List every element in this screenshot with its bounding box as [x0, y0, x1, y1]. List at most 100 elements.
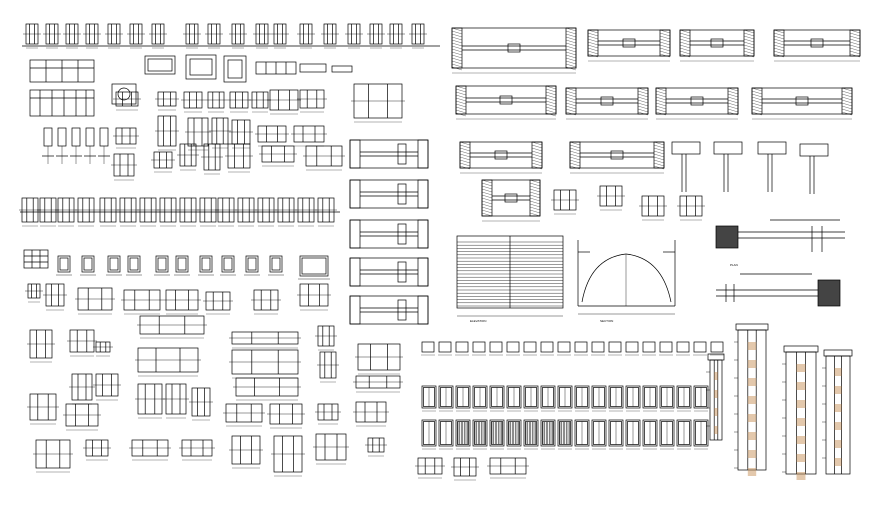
door-section — [291, 125, 327, 147]
top-left-elevation — [105, 23, 123, 49]
door-elevation — [659, 385, 675, 412]
plan-detail — [459, 141, 543, 174]
panel-detail — [163, 383, 189, 419]
window-elevation — [298, 255, 330, 280]
door-section — [155, 115, 179, 151]
door-elevation — [489, 385, 505, 412]
door-section — [185, 117, 211, 151]
top-left-elevation — [409, 23, 427, 49]
window-elevation — [244, 255, 260, 276]
door-elevation — [421, 385, 437, 412]
door-elevation — [557, 419, 573, 450]
plan-detail — [569, 141, 665, 174]
panel-detail — [69, 373, 95, 405]
top-left-elevation — [183, 23, 201, 49]
window-elevation — [80, 255, 96, 276]
plan-detail — [481, 179, 541, 222]
door-section — [451, 457, 479, 481]
vertical-section — [799, 143, 829, 194]
top-left-elevation — [297, 23, 315, 49]
top-left-elevation — [149, 23, 167, 49]
door-section — [155, 91, 179, 111]
small-door-elevation — [489, 341, 503, 356]
vertical-section — [671, 141, 701, 192]
panel-detail — [355, 343, 403, 375]
small-door-elevation — [523, 341, 537, 356]
small-door-elevation — [625, 341, 639, 356]
door-elevation — [659, 419, 675, 450]
double-swing-door-plan — [577, 240, 676, 315]
door-elevation — [523, 385, 539, 412]
panel-detail — [229, 349, 301, 379]
door-section — [227, 91, 251, 113]
door-section — [177, 143, 199, 171]
tall-wall-sections-right — [706, 323, 853, 480]
window-elevation — [154, 255, 170, 276]
top-left-elevation — [367, 23, 385, 49]
stacked-section — [98, 127, 110, 164]
middle-left-elevation — [215, 197, 237, 227]
panel-detail — [135, 383, 165, 419]
top-left-elevation — [83, 23, 101, 49]
plan-detail — [655, 87, 739, 120]
door-section — [297, 89, 327, 113]
door-elevation — [591, 385, 607, 412]
panel-detail — [27, 393, 59, 425]
small-door-elevation — [421, 341, 435, 356]
elevation-row-top-left — [22, 23, 440, 49]
door-elevation — [625, 419, 641, 450]
middle-left-elevation — [177, 197, 199, 227]
middle-left-elevation — [255, 197, 277, 227]
stacked-section — [56, 127, 68, 164]
door-section — [267, 89, 301, 115]
panel-detail — [229, 331, 301, 349]
panel-detail — [43, 283, 67, 311]
door-elevation — [506, 419, 522, 450]
panel-detail — [93, 341, 113, 357]
plan-detail — [451, 27, 577, 74]
panel-detail — [297, 283, 331, 311]
rolling-shutter-elevation — [456, 235, 564, 317]
elevation-title: ELEVATION — [470, 319, 486, 323]
vertical-section — [713, 141, 743, 192]
door-elevation — [608, 385, 624, 412]
plan-detail — [587, 29, 671, 62]
tall-wall-section — [822, 349, 853, 475]
panel-detail — [33, 439, 73, 473]
small-door-elevation — [608, 341, 622, 356]
small-door-elevation — [455, 341, 469, 356]
door-elevation — [540, 385, 556, 412]
panel-detail — [189, 387, 213, 421]
plan-detail — [773, 29, 861, 62]
door-elevation — [591, 419, 607, 450]
center-section — [349, 219, 429, 249]
door-elevation — [676, 419, 692, 450]
window-elevation — [126, 255, 142, 276]
stacked-section — [84, 127, 96, 164]
top-left-elevation — [321, 23, 339, 49]
panel-detail — [67, 329, 97, 357]
door-elevation — [455, 385, 471, 412]
panel-detail — [317, 351, 339, 383]
door-elevation — [472, 419, 488, 450]
small-door-elevation — [540, 341, 554, 356]
top-left-elevation — [345, 23, 363, 49]
door-section — [225, 143, 253, 173]
panel-detail — [135, 347, 201, 377]
panel-detail — [365, 437, 387, 457]
door-elevation — [438, 385, 454, 412]
door-elevation — [540, 419, 556, 450]
panel-detail — [251, 289, 281, 315]
door-elevation — [557, 385, 573, 412]
middle-left-elevation — [117, 197, 139, 227]
door-section — [303, 145, 345, 171]
panel-detail — [129, 439, 171, 461]
window-elevation — [174, 255, 190, 276]
top-left-elevation — [23, 23, 41, 49]
small-door-elevation — [557, 341, 571, 356]
door-section-grid-left-center — [42, 83, 405, 181]
plan-detail — [455, 85, 557, 120]
small-door-elevation — [693, 341, 707, 356]
door-section — [487, 457, 529, 479]
door-elevation — [455, 419, 471, 450]
